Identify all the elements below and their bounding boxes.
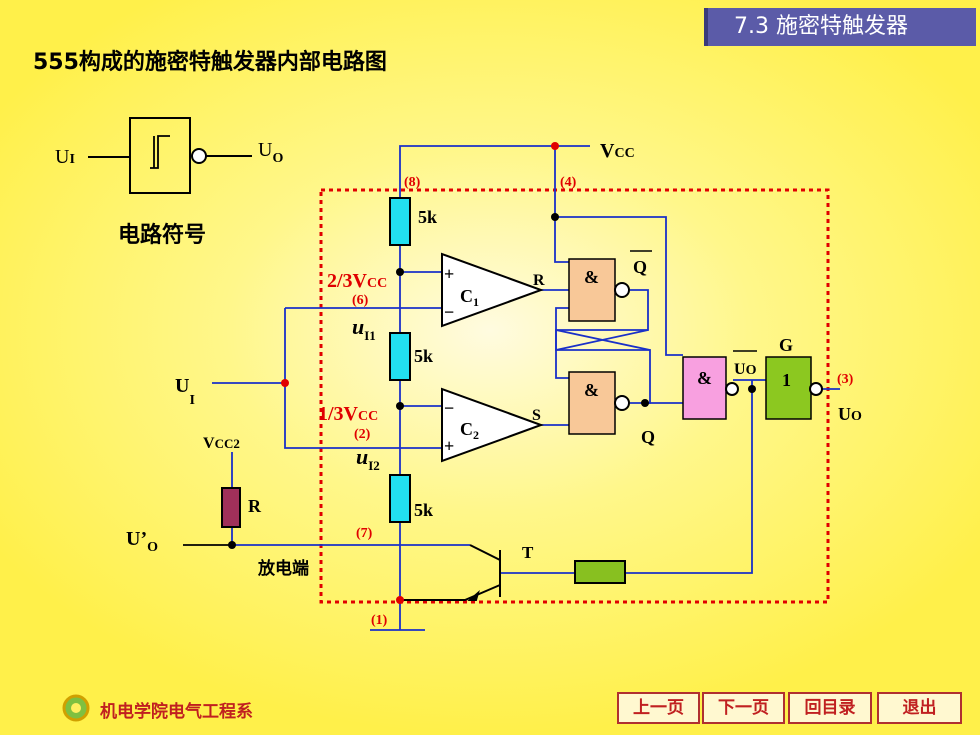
c1-minus: − bbox=[444, 302, 454, 322]
inverter-bubble bbox=[809, 382, 823, 396]
discharge-transistor bbox=[400, 544, 501, 601]
resistor-r2-label: 5k bbox=[414, 346, 433, 366]
ui-label: UI bbox=[175, 375, 195, 408]
load-resistor-label: R bbox=[248, 496, 262, 516]
comparator-c1 bbox=[441, 252, 544, 328]
resistor-r3-label: 5k bbox=[414, 500, 433, 520]
r-input-label: R bbox=[533, 272, 545, 289]
transistor-label: T bbox=[522, 543, 534, 562]
school-logo-icon bbox=[62, 694, 90, 722]
c2-plus: + bbox=[444, 436, 454, 456]
wiring bbox=[212, 145, 840, 631]
g-label: G bbox=[779, 335, 793, 355]
output-gate-bubble bbox=[725, 382, 739, 396]
nand-upper-bubble bbox=[614, 282, 630, 298]
vcc2-label: VCC2 bbox=[203, 435, 240, 452]
resistor-r2 bbox=[389, 332, 411, 381]
load-resistor bbox=[221, 487, 241, 528]
nand-gate-lower bbox=[568, 371, 616, 435]
junction-dots bbox=[228, 142, 756, 604]
prev-page-button[interactable]: 上一页 bbox=[617, 692, 700, 724]
school-name: 机电学院电气工程系 bbox=[100, 702, 253, 722]
pin-7-label: (7) bbox=[356, 526, 373, 541]
inverter-g bbox=[765, 356, 812, 420]
symbol-caption: 电路符号 bbox=[118, 222, 206, 248]
ui2-label: uI2 bbox=[356, 444, 380, 473]
pin-1-label: (1) bbox=[371, 613, 388, 628]
pin-3-label: (3) bbox=[837, 372, 854, 387]
page-title: 555构成的施密特触发器内部电路图 bbox=[33, 50, 387, 75]
next-page-button[interactable]: 下一页 bbox=[702, 692, 785, 724]
two-thirds-vcc-label: 2/3VCC bbox=[327, 270, 387, 292]
symbol-input-label: UI bbox=[55, 146, 75, 168]
nand-lower-bubble bbox=[614, 395, 630, 411]
c2-label: C2 bbox=[460, 419, 479, 442]
resistor-r1-label: 5k bbox=[418, 207, 437, 227]
nand-upper-label: & bbox=[584, 267, 599, 287]
inverter-label: 1 bbox=[782, 370, 791, 390]
ui1-label: uI1 bbox=[352, 314, 376, 343]
uo-prime-label: U’O bbox=[126, 528, 158, 555]
c1-label: C1 bbox=[460, 286, 479, 309]
pin-6-label: (6) bbox=[352, 293, 369, 308]
pin-4-label: (4) bbox=[560, 175, 577, 190]
comparator-c2 bbox=[441, 387, 544, 463]
toc-button[interactable]: 回目录 bbox=[788, 692, 872, 724]
uo-bar-label: UO bbox=[734, 361, 757, 378]
s-input-label: S bbox=[532, 407, 541, 424]
q-label: Q bbox=[641, 427, 655, 447]
vcc-label: VCC bbox=[600, 140, 635, 162]
chip-boundary bbox=[319, 188, 830, 604]
section-tab: 7.3 施密特触发器 bbox=[704, 8, 976, 46]
qbar-label: Q bbox=[633, 257, 647, 277]
nand-lower-label: & bbox=[584, 380, 599, 400]
resistor-r3 bbox=[389, 474, 411, 523]
c2-minus: − bbox=[444, 398, 454, 418]
nand-output-label: & bbox=[697, 368, 712, 388]
nand-gate-upper bbox=[568, 258, 616, 322]
exit-button[interactable]: 退出 bbox=[877, 692, 962, 724]
pin-8-label: (8) bbox=[404, 175, 421, 190]
one-third-vcc-label: 1/3VCC bbox=[318, 403, 378, 425]
base-resistor bbox=[574, 560, 626, 584]
resistor-r1 bbox=[389, 197, 411, 246]
schmitt-symbol bbox=[88, 117, 252, 194]
pin-2-label: (2) bbox=[354, 427, 371, 442]
c1-plus: + bbox=[444, 264, 454, 284]
discharge-label: 放电端 bbox=[257, 558, 309, 579]
symbol-output-label: UO bbox=[258, 139, 283, 166]
nand-gate-output bbox=[682, 356, 727, 420]
uo-output-label: UO bbox=[838, 404, 862, 424]
